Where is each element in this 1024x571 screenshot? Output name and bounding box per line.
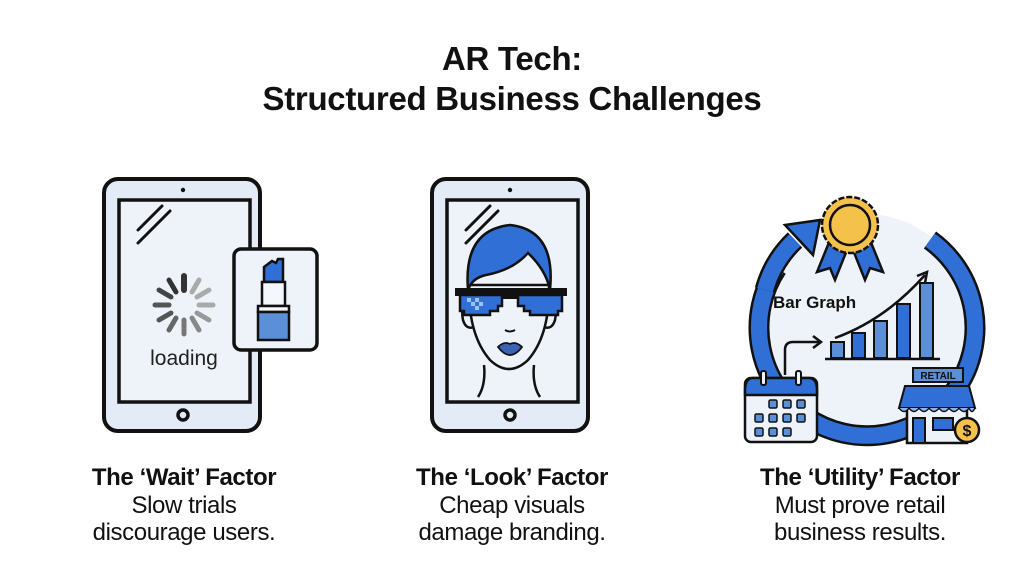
bar-chart-icon [830,282,934,359]
award-ribbon-icon [814,195,886,284]
caption-body-line2: discourage users. [92,519,276,546]
page-title-line2: Structured Business Challenges [262,80,762,117]
retail-growth-cycle-icon: Bar Graph RETAIL $ [743,195,986,447]
caption-wait: The ‘Wait’ Factor Slow trials discourage… [34,464,334,546]
caption-body-line1: Cheap visuals [439,492,585,519]
retail-sign: RETAIL [920,371,955,382]
caption-look: The ‘Look’ Factor Cheap visuals damage b… [362,464,662,546]
pixel-sunglasses-icon [455,288,567,317]
retail-store-icon: RETAIL $ [897,367,981,445]
caption-heading: The ‘Wait’ Factor [91,464,277,491]
svg-text:$: $ [963,423,972,440]
loading-spinner-icon [152,273,216,337]
caption-body-line1: Slow trials [131,492,237,519]
caption-heading: The ‘Utility’ Factor [759,464,961,491]
page-title-line1: AR Tech: [442,40,582,77]
lipstick-card-icon [232,247,319,352]
dollar-coin-icon [953,416,981,444]
caption-body-line2: damage branding. [418,519,606,546]
cycle-arrow-icon [782,218,822,258]
calendar-icon [743,370,819,444]
loading-text: loading [150,347,218,370]
tablet-face-glasses-icon [430,177,590,433]
bar-graph-label: Bar Graph [773,293,856,312]
caption-body-line1: Must prove retail [774,492,946,519]
tablet-loading-icon: loading [102,177,319,433]
caption-heading: The ‘Look’ Factor [416,464,608,491]
caption-body-line2: business results. [774,519,946,546]
caption-utility: The ‘Utility’ Factor Must prove retail b… [710,464,1010,546]
